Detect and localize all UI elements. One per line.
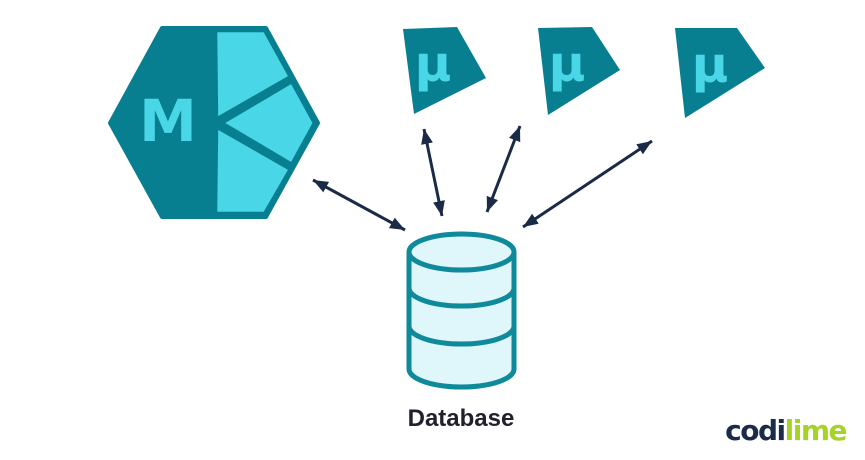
arrow-microservice1-database bbox=[421, 128, 445, 217]
monolith-segment-top bbox=[212, 27, 295, 124]
microservice-shape bbox=[538, 27, 620, 115]
database-label: Database bbox=[408, 405, 515, 432]
database-top-cap bbox=[406, 231, 517, 273]
database-separator-2 bbox=[406, 325, 517, 347]
monolith-hexagon: M bbox=[108, 26, 320, 219]
microservice-label: μ bbox=[549, 35, 586, 93]
monolith-label: M bbox=[139, 87, 197, 155]
database-separator-1 bbox=[406, 287, 517, 309]
microservice-label: μ bbox=[692, 36, 729, 94]
monolith-segment-bottom bbox=[212, 122, 295, 217]
microservice-shard-1: μ bbox=[403, 27, 486, 114]
arrow-microservice2-database bbox=[485, 125, 522, 213]
database-body bbox=[406, 252, 517, 390]
microservice-shape bbox=[675, 28, 765, 118]
microservice-shard-2: μ bbox=[538, 27, 620, 115]
logo-codi-text: codi bbox=[725, 414, 784, 447]
microservice-shape bbox=[403, 27, 486, 114]
logo-lime-text: lime bbox=[785, 414, 847, 447]
microservice-label: μ bbox=[415, 35, 452, 93]
codilime-logo: codilime bbox=[725, 414, 846, 447]
monolith-segment-middle bbox=[216, 77, 318, 169]
arrow-microservice3-database bbox=[522, 139, 653, 229]
database-cylinder bbox=[406, 231, 517, 390]
arrow-monolith-database bbox=[312, 178, 406, 232]
microservice-shard-3: μ bbox=[675, 28, 765, 118]
